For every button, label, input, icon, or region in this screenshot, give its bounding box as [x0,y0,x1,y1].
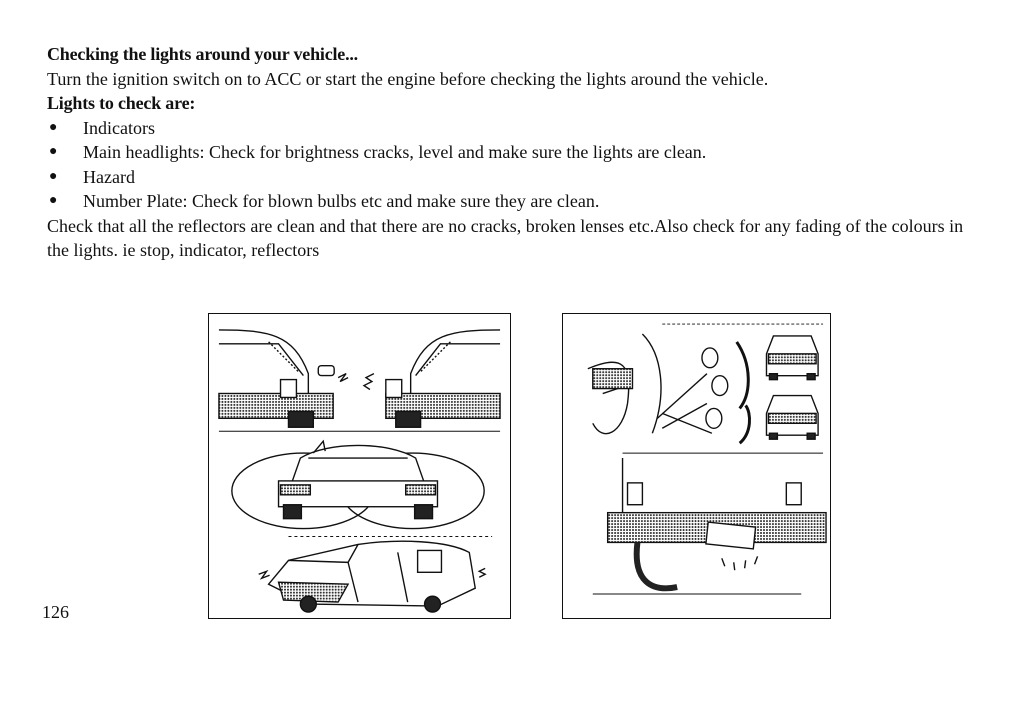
reflector-paragraph: Check that all the reflectors are clean … [47,215,964,261]
right-illustration-panel [562,313,831,619]
list-item: ● Number Plate: Check for blown bulbs etc… [47,189,977,214]
list-item-text: Hazard [83,166,135,187]
bullet-icon: ● [49,144,58,159]
car-front-corner-icon [218,329,501,428]
light-switch-stalk-icon [587,333,751,445]
page-number: 126 [42,602,69,622]
list-item: ● Main headlights: Check for brightness c… [47,140,977,165]
list-item-text: Main headlights: Check for brightness cr… [83,142,707,162]
list-heading: Lights to check are: [47,93,196,113]
text-block: Checking the lights around your vehicle.… [47,42,977,263]
section-heading: Checking the lights around your vehicle.… [47,44,358,64]
switch-and-plate-illustration [587,323,827,595]
list-item-text: Indicators [83,117,155,138]
bullet-icon: ● [49,193,58,208]
intro-text: Turn the ignition switch on to ACC or st… [47,68,769,89]
lights-list: ● Indicators ● Main headlights: Check for … [47,116,977,214]
car-lights-illustration [218,329,501,613]
list-item-text: Number Plate: Check for blown bulbs etc … [83,191,600,211]
list-item: ● Indicators [47,116,977,141]
left-illustration-panel [208,313,511,619]
number-plate-light-icon [592,458,827,595]
list-item: ● Hazard [47,165,977,190]
car-front-icon [765,335,819,440]
bullet-icon: ● [49,168,58,184]
van-hazard-icon [258,540,487,613]
headlight-beam-icon [231,439,485,530]
bullet-icon: ● [49,119,58,135]
